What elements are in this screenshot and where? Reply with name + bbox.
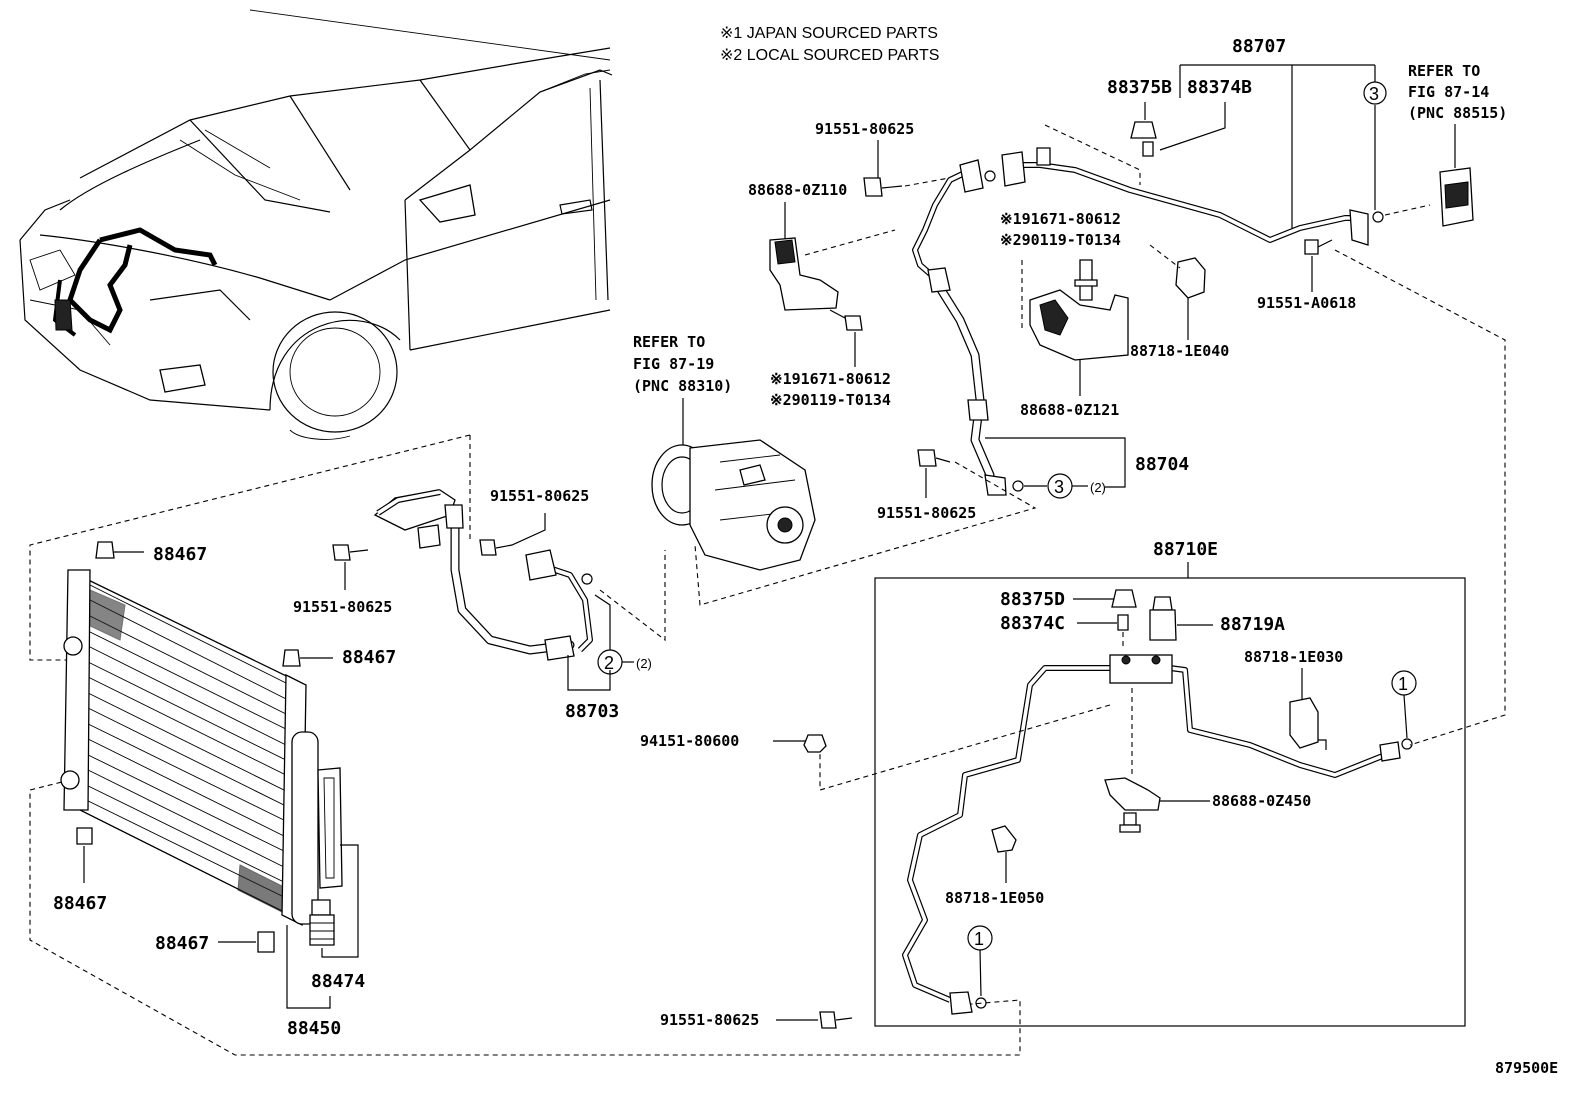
callout-1-right: 1 <box>1398 674 1408 694</box>
compressor-reference: REFER TO FIG 87-19 (PNC 88310) <box>633 333 816 571</box>
note-japan-sourced: ※1 JAPAN SOURCED PARTS <box>720 25 938 42</box>
label-91671-80612-a: ※191671-80612 <box>1000 210 1121 228</box>
ref-87-14-line2: FIG 87-14 <box>1408 83 1489 101</box>
label-91551-80625-bottom: 91551-80625 <box>660 1011 759 1029</box>
callout-3-top: 3 <box>1369 84 1379 104</box>
callout-2-qty: (2) <box>636 656 652 671</box>
bracket-88688-0Z121: ※191671-80612 ※290119-T0134 88688-0Z121 … <box>1000 210 1229 419</box>
bracket-88688-0Z110: 91551-80625 88688-0Z110 ※191671-80612 ※2… <box>748 120 961 409</box>
nut-94151-80600: 94151-80600 <box>640 732 827 753</box>
label-88704: 88704 <box>1135 454 1189 475</box>
label-88688-0Z121: 88688-0Z121 <box>1020 401 1119 419</box>
ref-87-14-line1: REFER TO <box>1408 62 1480 80</box>
hose-88703: 88703 2 (2) 91551-80625 91551-80625 <box>293 435 666 722</box>
label-88703: 88703 <box>565 701 619 722</box>
label-88718-1E040: 88718-1E040 <box>1130 342 1229 360</box>
label-94151-80600: 94151-80600 <box>640 732 739 750</box>
label-88718-1E050: 88718-1E050 <box>945 889 1044 907</box>
label-91551-80625-hose: 91551-80625 <box>490 487 589 505</box>
label-88719A: 88719A <box>1220 614 1285 635</box>
suction-pipe-88707: 88707 88375B 88374B 3 91551-A0618 <box>1001 36 1506 746</box>
label-88374C: 88374C <box>1000 613 1065 634</box>
callout-3-mid: 3 <box>1054 477 1064 497</box>
label-88375B: 88375B <box>1107 77 1172 98</box>
label-91551-80625-mid: 91551-80625 <box>877 504 976 522</box>
condenser-88450: 88467 88467 88467 88467 88474 88450 <box>29 434 1021 1056</box>
ref-87-14-line3: (PNC 88515) <box>1408 104 1507 122</box>
callout-2: 2 <box>604 653 614 673</box>
label-88467-d: 88467 <box>155 933 209 954</box>
figure-code: 879500E <box>1495 1059 1558 1077</box>
callout-3-qty: (2) <box>1090 480 1106 495</box>
label-88718-1E030: 88718-1E030 <box>1244 648 1343 666</box>
label-91551-80625-left: 91551-80625 <box>293 598 392 616</box>
label-88374B: 88374B <box>1187 77 1252 98</box>
liquid-tube-88710E: 88710E 88375D 88374C 88719A 1 1 <box>819 539 1466 1027</box>
ref-87-19-line1: REFER TO <box>633 333 705 351</box>
reference-fig-87-14: REFER TO FIG 87-14 (PNC 88515) <box>1408 62 1507 227</box>
label-91671-80612-b: ※191671-80612 <box>770 370 891 388</box>
label-91551-A0618: 91551-A0618 <box>1257 294 1356 312</box>
label-88467-b: 88467 <box>342 647 396 668</box>
label-90119-T0134-a: ※290119-T0134 <box>1000 231 1121 249</box>
ref-87-19-line3: (PNC 88310) <box>633 377 732 395</box>
label-88474: 88474 <box>311 971 365 992</box>
label-88707: 88707 <box>1232 36 1286 57</box>
callout-1-bottom: 1 <box>974 929 984 949</box>
ref-87-19-line2: FIG 87-19 <box>633 355 714 373</box>
label-90119-T0134-b: ※290119-T0134 <box>770 391 891 409</box>
label-88710E: 88710E <box>1153 539 1218 560</box>
label-88467-c: 88467 <box>53 893 107 914</box>
discharge-hose-88704: 88704 3 (2) 91551-80625 <box>694 159 1189 606</box>
label-91551-80625-top: 91551-80625 <box>815 120 914 138</box>
label-88450: 88450 <box>287 1018 341 1039</box>
bolt-91551-80625-bottom: 91551-80625 <box>660 1011 853 1029</box>
label-88375D: 88375D <box>1000 589 1065 610</box>
vehicle-illustration <box>19 9 613 440</box>
note-local-sourced: ※2 LOCAL SOURCED PARTS <box>720 47 939 64</box>
label-88467-a: 88467 <box>153 544 207 565</box>
label-88688-0Z110: 88688-0Z110 <box>748 181 847 199</box>
label-88688-0Z450: 88688-0Z450 <box>1212 792 1311 810</box>
